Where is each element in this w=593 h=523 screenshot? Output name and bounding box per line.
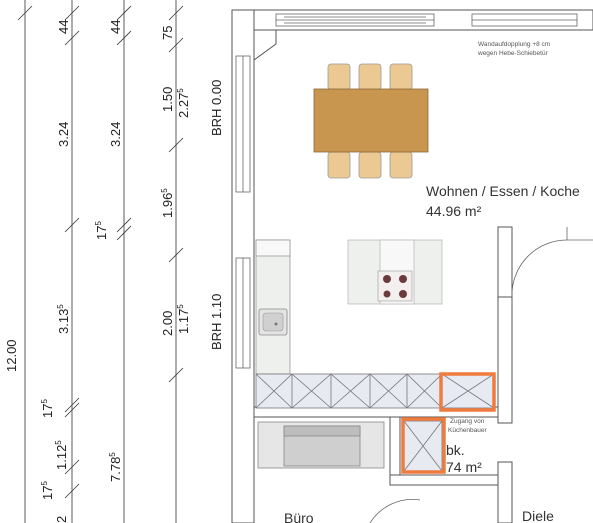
dim-col4-5: 2.00	[160, 311, 175, 336]
dim-col2-5: 1.125	[54, 440, 69, 470]
office-sofa	[257, 421, 385, 469]
dim-col4-4: 1.965	[160, 188, 175, 218]
dim-col3-2: 3.24	[108, 122, 123, 147]
dim-col2-3: 3.135	[56, 304, 71, 334]
dim-col4-1: 75	[160, 26, 175, 40]
chair	[327, 63, 351, 91]
room-name-abstell: bk.	[446, 442, 465, 458]
dim-col2-6: 175	[40, 481, 55, 500]
highlighted-cabinet[interactable]	[439, 372, 496, 412]
dim-col2-7: 2	[54, 516, 69, 523]
dimension-chains	[17, 0, 184, 523]
left-windows	[235, 55, 251, 369]
corner-wall	[253, 29, 277, 61]
dim-col2-2: 3.24	[56, 122, 71, 147]
dining-chairs	[327, 63, 413, 179]
sink-icon	[258, 308, 288, 336]
window-label-lower: BRH 1.10	[209, 294, 224, 350]
highlighted-storage[interactable]	[401, 417, 446, 474]
storage-cabinet	[403, 420, 443, 472]
dim-col4-3: 2.275	[176, 88, 191, 118]
kitchen-access-line1: Zugang von	[450, 418, 485, 425]
dim-col4-2: 1.50	[160, 87, 175, 112]
dim-col2-1: 44	[56, 20, 71, 34]
room-name-wohnen: Wohnen / Essen / Koche	[426, 183, 580, 199]
room-area-abstell: 74 m²	[446, 459, 482, 475]
wall-note-line2: wegen Hebe-Schiebetür	[477, 50, 549, 57]
kitchen-access-line2: Küchenbauer	[448, 427, 488, 434]
chair	[327, 151, 351, 179]
chair	[358, 63, 382, 91]
dim-col4-6: 1.175	[176, 304, 191, 334]
dining-table	[313, 88, 429, 153]
chair	[358, 151, 382, 179]
chair	[389, 151, 413, 179]
top-windows	[275, 13, 578, 27]
door-swing	[369, 227, 593, 523]
room-name-buero: Büro	[284, 510, 314, 523]
wall-note-line1: Wandaufdopplung +8 cm	[478, 41, 550, 48]
cooktop-icon	[377, 270, 413, 302]
dim-col3-3: 175	[94, 221, 109, 240]
kitchen-counter	[255, 239, 291, 375]
dim-col3-1: 44	[108, 20, 123, 34]
room-area-wohnen: 44.96 m²	[426, 203, 482, 219]
dim-col3-4: 7.785	[108, 452, 123, 482]
chair	[389, 63, 413, 91]
window-label-upper: BRH 0.00	[209, 80, 224, 136]
dim-col2-4: 175	[40, 399, 55, 418]
dim-total: 12.00	[4, 339, 19, 372]
kitchen-cabinet-row	[255, 373, 495, 409]
room-name-diele: Diele	[522, 508, 554, 523]
